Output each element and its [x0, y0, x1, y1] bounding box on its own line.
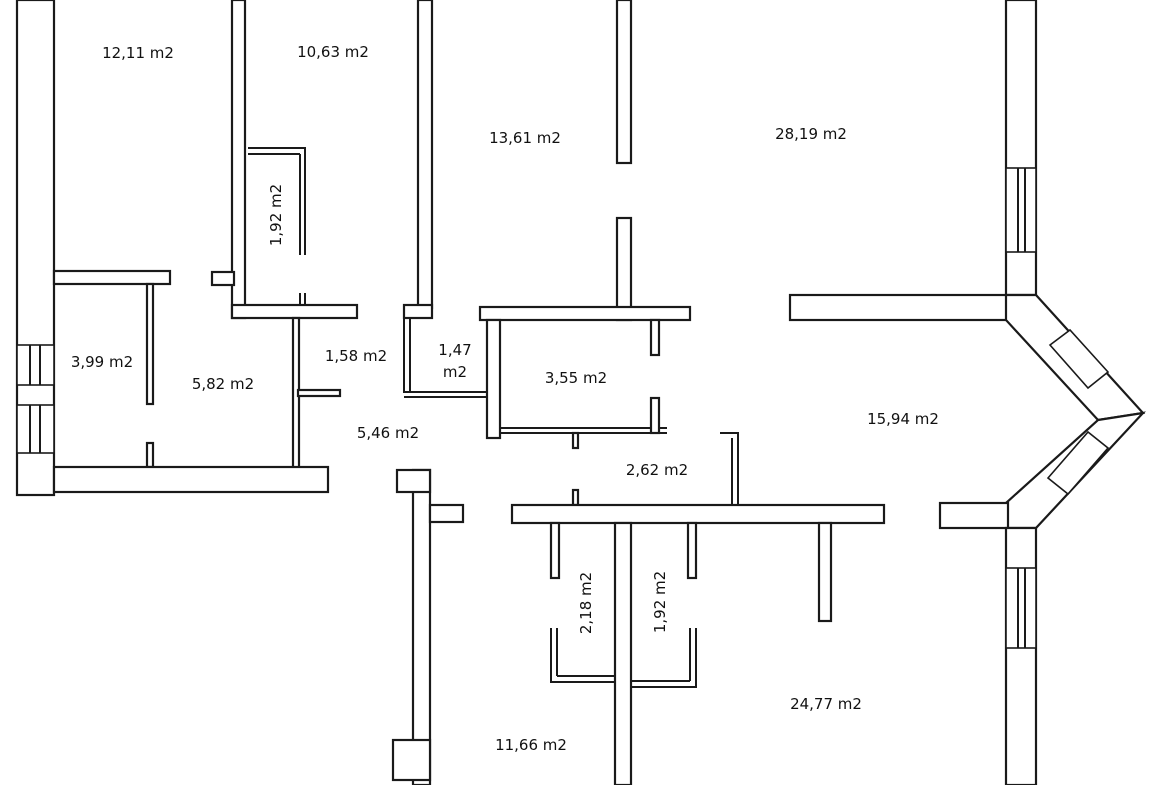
wall-24-77-stub — [817, 521, 833, 623]
wall-10-63-bottom — [230, 303, 359, 320]
wall-lower-corridor — [510, 503, 886, 525]
wall-11-66-bottom-cap — [391, 738, 432, 782]
wall-2-18-stub — [549, 521, 561, 580]
wall-1-92-stub — [686, 521, 698, 580]
window-left-2 — [16, 404, 55, 454]
room-area-1-47-line1: 1,47 — [438, 341, 471, 359]
wall-lower-divider — [613, 521, 633, 785]
room-area-3-99: 3,99 m2 — [71, 353, 133, 371]
wall-stub-left — [210, 270, 236, 287]
room-area-13-61: 13,61 m2 — [489, 129, 561, 147]
wall-13-61-right-lower — [615, 216, 633, 322]
room-area-10-63: 10,63 m2 — [297, 43, 369, 61]
wall-right-exterior-bottom — [1004, 526, 1038, 785]
wall-2-62-right — [720, 432, 739, 505]
wall-11-66-left — [411, 468, 432, 785]
wall-door-ledge — [296, 388, 342, 398]
wall-small-stub-2 — [571, 488, 580, 507]
window-right-top — [1005, 167, 1037, 253]
room-area-1-58: 1,58 m2 — [325, 347, 387, 365]
window-right-bottom — [1005, 567, 1037, 649]
room-area-24-77: 24,77 m2 — [790, 695, 862, 713]
room-area-15-94: 15,94 m2 — [867, 410, 939, 428]
closet-outline-top — [248, 147, 306, 255]
room-area-28-19: 28,19 m2 — [775, 125, 847, 143]
wall-12-11-right — [230, 0, 247, 320]
room-area-2-62: 2,62 m2 — [626, 461, 688, 479]
room-area-11-66: 11,66 m2 — [495, 736, 567, 754]
wall-28-19-bottom — [788, 293, 1010, 322]
wall-13-61-right-upper — [615, 0, 633, 165]
room-area-2-18-vertical: 2,18 m2 — [577, 572, 595, 634]
wall-3-99-stub — [145, 441, 155, 469]
window-bay-upper — [1048, 328, 1110, 390]
window-left-1 — [16, 344, 55, 386]
room-area-12-11: 12,11 m2 — [102, 44, 174, 62]
room-area-5-82: 5,82 m2 — [192, 375, 254, 393]
wall-3-55-stub-bottom — [649, 396, 661, 435]
wall-13-61-bottom — [478, 305, 692, 322]
wall-10-63-right — [416, 0, 434, 310]
wall-12-11-bottom — [52, 269, 172, 286]
room-area-5-46: 5,46 m2 — [357, 424, 419, 442]
window-bay-lower — [1046, 430, 1110, 496]
wall-3-99-partition — [145, 282, 155, 406]
closet-1-47 — [403, 318, 488, 393]
wall-small-stub — [571, 431, 580, 450]
room-area-3-55: 3,55 m2 — [545, 369, 607, 387]
wall-lower-left — [52, 465, 330, 494]
room-area-1-92-vertical-bottom: 1,92 m2 — [651, 571, 669, 633]
room-area-1-47-line2: m2 — [443, 363, 467, 381]
wall-11-66-top-cap — [395, 468, 432, 494]
wall-15-94-bottom-right — [938, 501, 1010, 530]
closet-2-18 — [550, 628, 615, 683]
wall-11-66-door-stub — [428, 503, 465, 524]
wall-3-55-stub-top — [649, 318, 661, 357]
room-area-1-92-vertical-top: 1,92 m2 — [267, 184, 285, 246]
wall-3-55-left — [485, 318, 502, 440]
wall-door-stub — [402, 303, 434, 320]
closet-1-92-bottom — [631, 628, 697, 688]
